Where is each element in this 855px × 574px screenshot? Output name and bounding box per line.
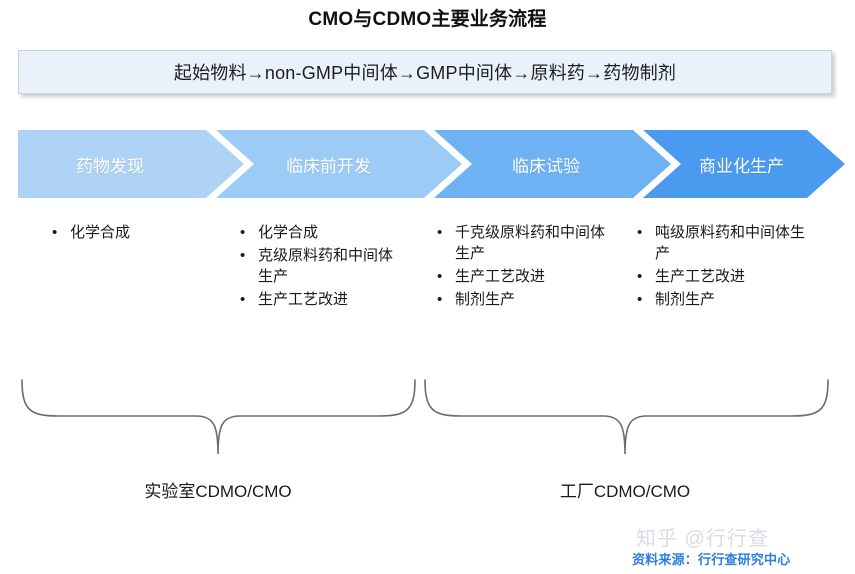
brace-label-plant-cdmo: 工厂CDMO/CMO (559, 482, 691, 501)
list-item-label: 克级原料药和中间体生产 (258, 247, 394, 285)
brace-plant-cdmo (424, 379, 829, 455)
stage-label-3: 商业化生产 (699, 156, 784, 176)
list-item-label: 吨级原料药和中间体生产 (655, 224, 806, 262)
brace-group (0, 370, 855, 465)
brace-label-lab-cdmo: 实验室CDMO/CMO (144, 482, 292, 501)
list-item: • 制剂生产 (637, 289, 807, 310)
bullet-column-commercial: • 吨级原料药和中间体生产 • 生产工艺改进 • 制剂生产 (637, 222, 807, 312)
list-item-label: 制剂生产 (455, 291, 516, 308)
bullet-dot-icon: • (437, 268, 443, 285)
bullet-column-clinical-trial: • 千克级原料药和中间体生产 • 生产工艺改进 • 制剂生产 (437, 222, 607, 312)
bullet-dot-icon: • (240, 247, 246, 264)
list-item: • 制剂生产 (437, 289, 607, 310)
flow-banner-text: 起始物料→non-GMP中间体→GMP中间体→原料药→药物制剂 (173, 63, 677, 83)
bullet-dot-icon: • (52, 224, 58, 241)
zhihu-watermark: 知乎 @行行查 (636, 528, 769, 550)
list-item-label: 生产工艺改进 (655, 268, 746, 285)
stage-label-0: 药物发现 (76, 156, 144, 176)
list-item: • 化学合成 (240, 222, 395, 243)
stage-chevron-drug-discovery[interactable]: 药物发现 (18, 130, 244, 198)
bullet-column-drug-discovery: • 化学合成 (52, 222, 212, 245)
stage-chevron-preclinical[interactable]: 临床前开发 (216, 130, 462, 198)
page-title: CMO与CDMO主要业务流程 (308, 9, 547, 30)
list-item-label: 生产工艺改进 (258, 291, 349, 308)
stage-label-2: 临床试验 (512, 156, 580, 176)
bullet-dot-icon: • (637, 224, 643, 241)
brace-lab-cdmo (21, 379, 416, 455)
list-item-label: 生产工艺改进 (455, 268, 546, 285)
bullet-dot-icon: • (637, 291, 643, 308)
bullet-column-preclinical: • 化学合成 • 克级原料药和中间体生产 • 生产工艺改进 (240, 222, 395, 312)
stage-chevron-commercial[interactable]: 商业化生产 (643, 130, 845, 198)
source-note: 资料来源：行行查研究中心 (632, 552, 791, 567)
list-item: • 克级原料药和中间体生产 (240, 245, 395, 287)
bullet-dot-icon: • (437, 224, 443, 241)
list-item-label: 千克级原料药和中间体生产 (455, 224, 606, 262)
bullet-dot-icon: • (437, 291, 443, 308)
list-item: • 生产工艺改进 (637, 266, 807, 287)
stage-chevron-clinical-trial[interactable]: 临床试验 (434, 130, 671, 198)
list-item: • 化学合成 (52, 222, 212, 243)
stage-label-1: 临床前开发 (286, 156, 371, 176)
list-item: • 生产工艺改进 (437, 266, 607, 287)
list-item: • 千克级原料药和中间体生产 (437, 222, 607, 264)
list-item: • 吨级原料药和中间体生产 (637, 222, 807, 264)
list-item-label: 化学合成 (70, 224, 131, 241)
list-item: • 生产工艺改进 (240, 289, 395, 310)
bullet-dot-icon: • (240, 291, 246, 308)
stage-chevron-band: 药物发现 临床前开发 临床试验 商业化生产 (18, 130, 845, 198)
list-item-label: 制剂生产 (655, 291, 716, 308)
list-item-label: 化学合成 (258, 224, 319, 241)
flow-banner: 起始物料→non-GMP中间体→GMP中间体→原料药→药物制剂 (18, 50, 832, 94)
bullet-dot-icon: • (637, 268, 643, 285)
bullet-dot-icon: • (240, 224, 246, 241)
